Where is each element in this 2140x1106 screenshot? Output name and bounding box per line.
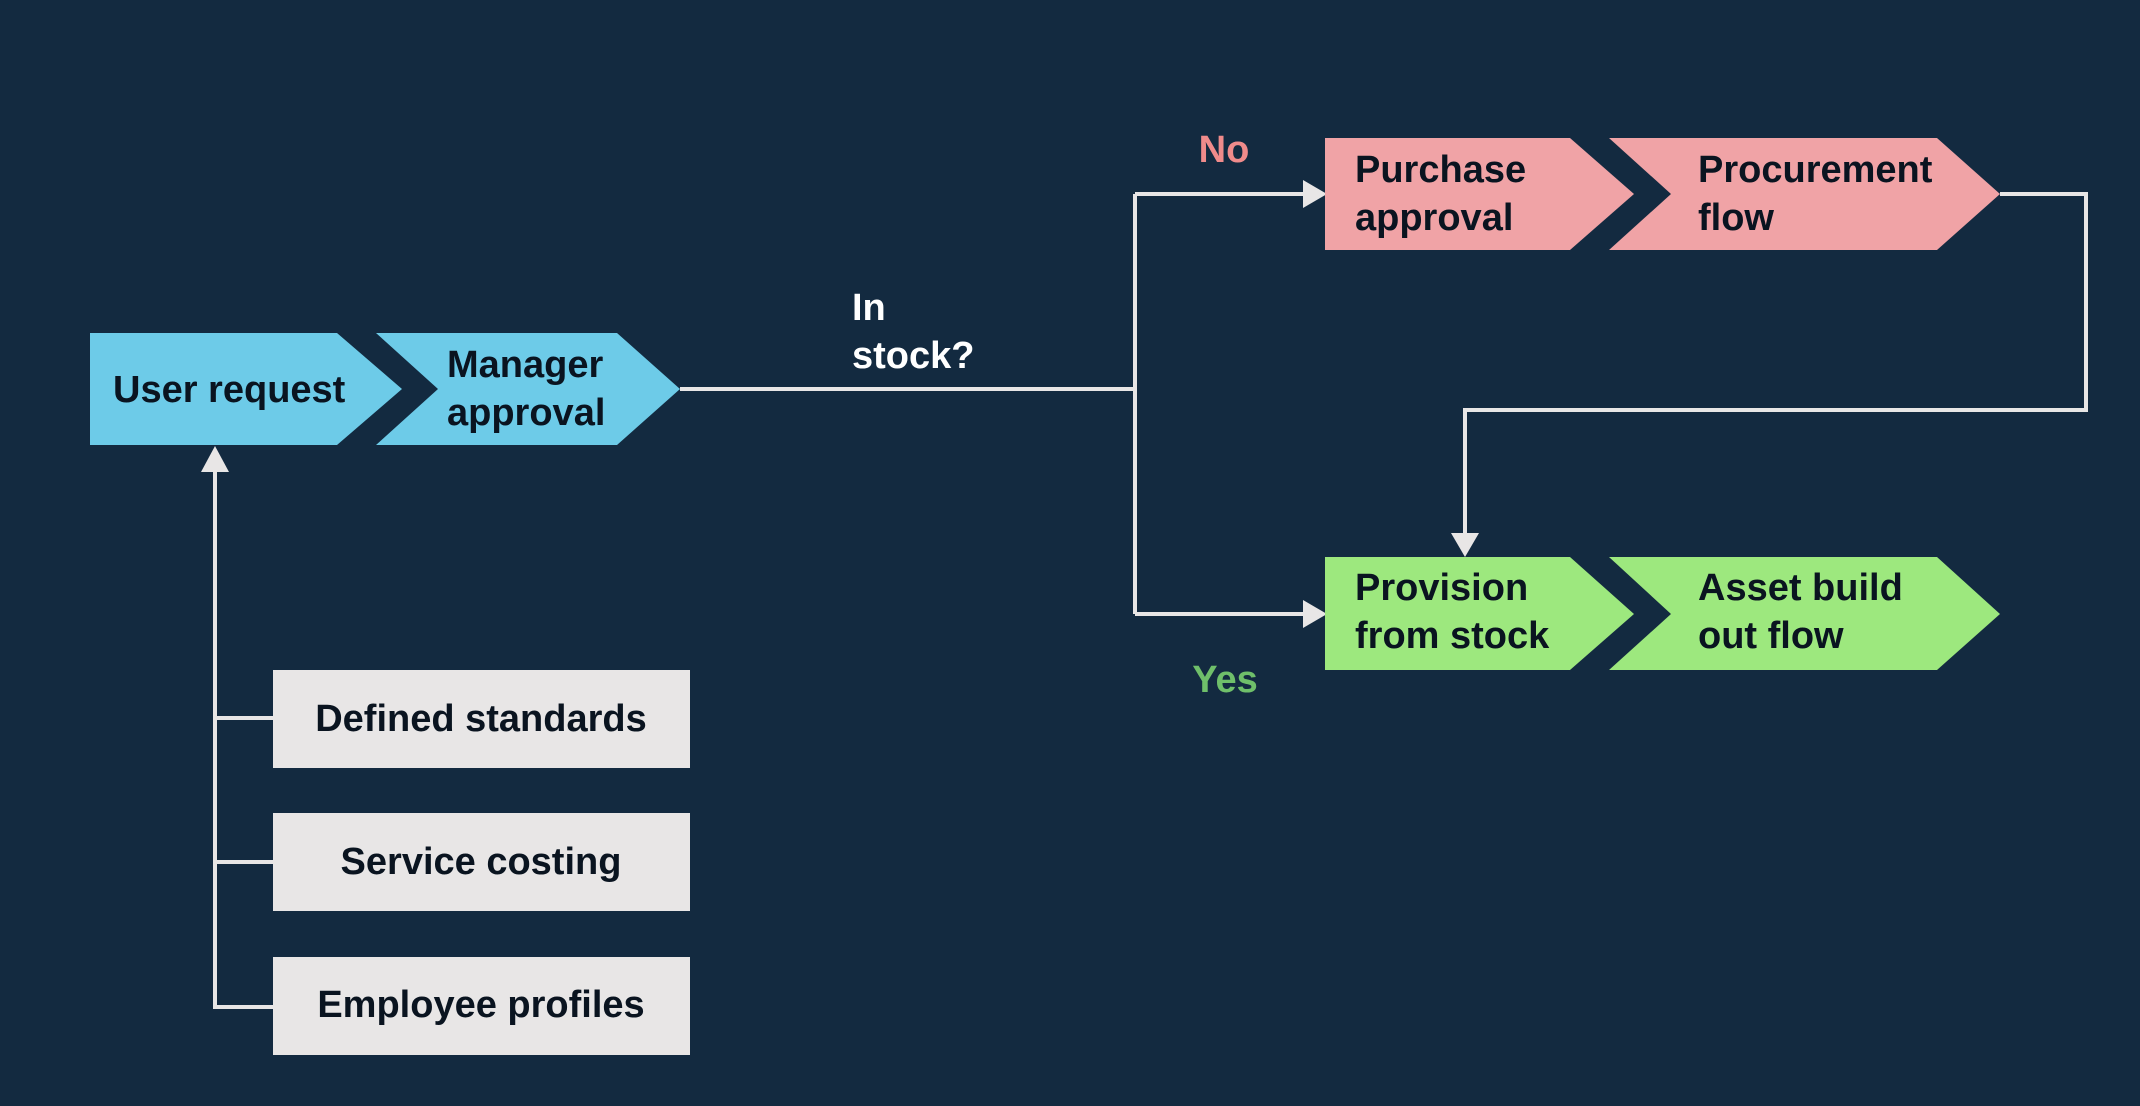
manager-approval-label-line2: approval — [447, 392, 605, 434]
employee-profiles-label: Employee profiles — [317, 984, 644, 1026]
inputs-feed-arrowhead — [201, 446, 229, 472]
no-branch-label: No — [1199, 129, 1250, 171]
employee-profiles-box — [273, 957, 690, 1055]
user-request-shape — [90, 333, 402, 445]
user-request-label: User request — [113, 369, 346, 411]
decision-question: In stock? — [852, 287, 974, 377]
asset-build-out-flow-shape — [1609, 557, 2000, 670]
purchase-approval-label-line1: Purchase — [1355, 149, 1526, 191]
asset-build-out-flow-label-line1: Asset build — [1698, 567, 1903, 609]
yes-branch-label: Yes — [1192, 659, 1258, 701]
node-manager-approval: Manager approval — [376, 333, 680, 445]
defined-standards-box — [273, 670, 690, 768]
procurement-flow-shape — [1609, 138, 2000, 250]
node-procurement-flow: Procurement flow — [1609, 138, 2000, 250]
manager-approval-shape — [376, 333, 680, 445]
manager-approval-label-line1: Manager — [447, 344, 603, 386]
provision-from-stock-shape — [1325, 557, 1634, 670]
connectors — [201, 180, 2088, 1009]
node-purchase-approval: Purchase approval — [1325, 138, 1634, 250]
no-branch-arrowhead — [1303, 180, 1327, 208]
node-user-request: User request — [90, 333, 402, 445]
input-employee-profiles: Employee profiles — [273, 957, 690, 1055]
defined-standards-label: Defined standards — [315, 698, 647, 740]
input-service-costing: Service costing — [273, 813, 690, 911]
service-costing-box — [273, 813, 690, 911]
procurement-flow-label-line1: Procurement — [1698, 149, 1933, 191]
purchase-approval-shape — [1325, 138, 1634, 250]
input-defined-standards: Defined standards — [273, 670, 690, 768]
procurement-flow-label-line2: flow — [1698, 197, 1774, 239]
yes-branch-arrowhead — [1303, 600, 1327, 628]
provision-from-stock-label-line1: Provision — [1355, 567, 1528, 609]
decision-question-line1: In — [852, 287, 886, 329]
service-costing-label: Service costing — [341, 841, 622, 883]
procurement-return-line — [1463, 192, 2088, 535]
decision-question-line2: stock? — [852, 335, 974, 377]
purchase-approval-label-line2: approval — [1355, 197, 1513, 239]
procurement-return-arrowhead — [1451, 533, 1479, 557]
node-provision-from-stock: Provision from stock — [1325, 557, 1634, 670]
node-asset-build-out-flow: Asset build out flow — [1609, 557, 2000, 670]
provision-from-stock-label-line2: from stock — [1355, 615, 1550, 657]
asset-build-out-flow-label-line2: out flow — [1698, 615, 1844, 657]
